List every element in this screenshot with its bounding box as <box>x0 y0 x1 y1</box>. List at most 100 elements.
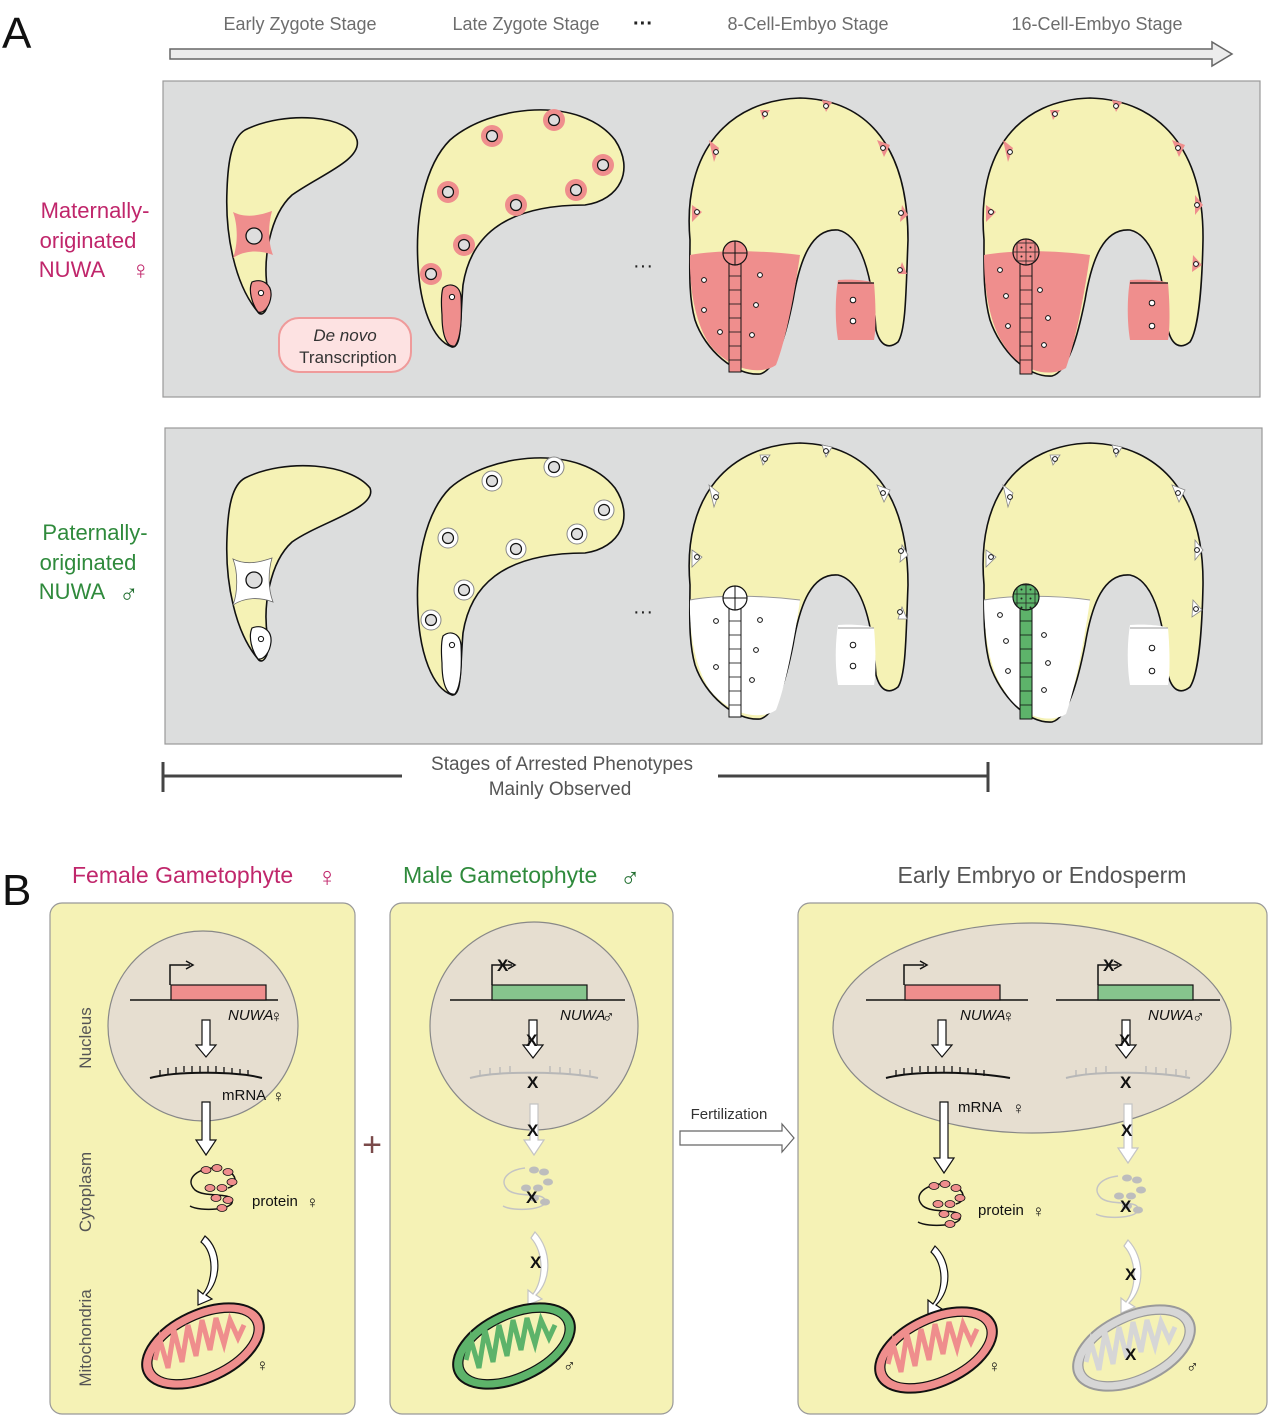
male-mrna-faded <box>469 1066 599 1079</box>
male-arrow-import <box>527 1231 549 1306</box>
maternal-early-zygote <box>225 116 358 315</box>
compartment-nucleus: Nucleus <box>76 1007 95 1068</box>
female-protein-label: protein <box>252 1193 298 1210</box>
male-mitochondrion <box>452 1302 576 1390</box>
stage-early-zygote: Early Zygote Stage <box>223 14 376 34</box>
maternal-ellipsis: ··· <box>633 255 653 277</box>
arrest-bracket <box>161 762 990 792</box>
fertilization-label: Fertilization <box>691 1106 768 1123</box>
embryo-endosperm-title: Early Embryo or Endosperm <box>898 862 1187 888</box>
embryo-male-import-cross-icon: X <box>1125 1265 1137 1284</box>
de-novo-italic: De novo <box>313 326 376 345</box>
plus-sign: + <box>362 1126 382 1164</box>
embryo-female-arrow-transcription <box>930 1019 954 1058</box>
male-mito-symbol-icon: ♂ <box>563 1356 576 1375</box>
male-gene-symbol-icon: ♂ <box>602 1007 615 1026</box>
male-import-cross-icon: X <box>530 1253 542 1272</box>
paternal-early-zygote <box>225 464 372 662</box>
embryo-male-gene-symbol-icon: ♂ <box>1192 1007 1205 1026</box>
female-title-symbol-icon: ♀ <box>317 862 337 892</box>
female-symbol-icon: ♀ <box>131 255 151 285</box>
male-gametophyte-title: Male Gametophyte <box>403 862 597 888</box>
compartment-cytoplasm: Cytoplasm <box>76 1152 95 1232</box>
male-protein-faded <box>502 1166 553 1211</box>
male-mrna-cross-icon: X <box>527 1073 539 1092</box>
arrest-label-line2: Mainly Observed <box>489 779 632 800</box>
embryo-female-mrna-symbol-icon: ♀ <box>1012 1099 1025 1118</box>
embryo-male-transcription-cross-icon: X <box>1119 1031 1131 1050</box>
paternal-late-zygote <box>416 456 625 696</box>
female-arrow-import <box>197 1235 219 1306</box>
male-gene-name: NUWA <box>560 1007 606 1024</box>
stage-late-zygote: Late Zygote Stage <box>452 14 599 34</box>
maternal-label-line1: Maternally- <box>41 198 150 223</box>
female-mito-symbol-icon: ♀ <box>256 1356 269 1375</box>
embryo-female-protein-label: protein <box>978 1202 1024 1219</box>
compartment-mitochondria: Mitochondria <box>76 1289 95 1387</box>
embryo-female-gene-symbol-icon: ♀ <box>1002 1007 1015 1026</box>
embryo-male-arrow-import <box>1120 1239 1142 1314</box>
female-mrna-symbol-icon: ♀ <box>272 1087 285 1106</box>
arrest-label-line1: Stages of Arrested Phenotypes <box>431 754 693 775</box>
panel-a-letter: A <box>2 9 32 58</box>
maternal-label-line2: originated <box>40 228 137 253</box>
male-translation-cross-icon: X <box>527 1121 539 1140</box>
female-protein-symbol-icon: ♀ <box>306 1193 319 1212</box>
stage-8-cell: 8-Cell-Embyo Stage <box>727 14 888 34</box>
female-gametophyte-title: Female Gametophyte <box>72 862 293 888</box>
embryo-male-mrna-cross-icon: X <box>1120 1073 1132 1092</box>
male-symbol-icon: ♂ <box>119 578 139 608</box>
female-mrna <box>149 1066 263 1079</box>
maternal-label-line3: NUWA <box>39 257 106 282</box>
male-arrow-translation <box>522 1103 546 1157</box>
embryo-female-gene <box>866 960 1028 1001</box>
paternal-label-line2: originated <box>40 550 137 575</box>
embryo-male-arrow-transcription <box>1114 1019 1138 1059</box>
embryo-female-protein-symbol-icon: ♀ <box>1032 1202 1045 1221</box>
paternal-label-line3: NUWA <box>39 579 106 604</box>
embryo-male-mito-cross-icon: X <box>1125 1345 1137 1364</box>
embryo-female-arrow-translation <box>932 1101 956 1175</box>
female-protein <box>189 1164 238 1212</box>
embryo-male-promoter-cross-icon: X <box>1103 956 1115 975</box>
female-gene-name: NUWA <box>228 1007 274 1024</box>
female-arrow-transcription <box>194 1019 218 1058</box>
embryo-female-mrna <box>885 1066 1011 1079</box>
male-gene <box>450 960 625 1001</box>
embryo-female-protein <box>917 1180 966 1228</box>
stage-ellipsis: ··· <box>633 13 653 35</box>
male-promoter-cross-icon: X <box>497 956 509 975</box>
paternal-label-line1: Paternally- <box>42 520 147 545</box>
embryo-nucleus <box>832 922 1232 1134</box>
maternal-8-cell-embryo <box>688 97 909 375</box>
female-mrna-label: mRNA <box>222 1087 266 1104</box>
female-gene <box>130 960 278 1001</box>
maternal-16-cell-embryo <box>982 97 1204 377</box>
male-arrow-transcription <box>521 1019 545 1059</box>
paternal-16-cell-embryo <box>982 442 1204 723</box>
embryo-male-mrna-faded <box>1065 1066 1191 1079</box>
embryo-male-gene <box>1056 960 1220 1001</box>
embryo-female-gene-name: NUWA <box>960 1007 1006 1024</box>
male-protein-cross-icon: X <box>526 1188 538 1207</box>
timeline-arrow <box>169 40 1234 68</box>
paternal-ellipsis: ··· <box>633 601 653 623</box>
embryo-male-arrow-translation <box>1116 1103 1140 1165</box>
embryo-male-protein-faded <box>1095 1174 1146 1219</box>
female-gene-symbol-icon: ♀ <box>270 1007 283 1026</box>
male-title-symbol-icon: ♂ <box>620 862 640 892</box>
maternal-late-zygote <box>416 109 625 348</box>
embryo-female-mrna-label: mRNA <box>958 1099 1002 1116</box>
embryo-male-translation-cross-icon: X <box>1121 1121 1133 1140</box>
embryo-female-mitochondrion <box>874 1306 998 1394</box>
embryo-male-protein-cross-icon: X <box>1120 1197 1132 1216</box>
male-transcription-cross-icon: X <box>526 1031 538 1050</box>
embryo-male-gene-name: NUWA <box>1148 1007 1194 1024</box>
stage-16-cell: 16-Cell-Embyo Stage <box>1011 14 1182 34</box>
female-arrow-translation <box>194 1101 218 1157</box>
panel-b-letter: B <box>2 866 31 915</box>
transcription-label: Transcription <box>299 348 397 367</box>
paternal-8-cell-embryo <box>688 442 909 720</box>
embryo-male-mito-symbol-icon: ♂ <box>1186 1357 1199 1376</box>
